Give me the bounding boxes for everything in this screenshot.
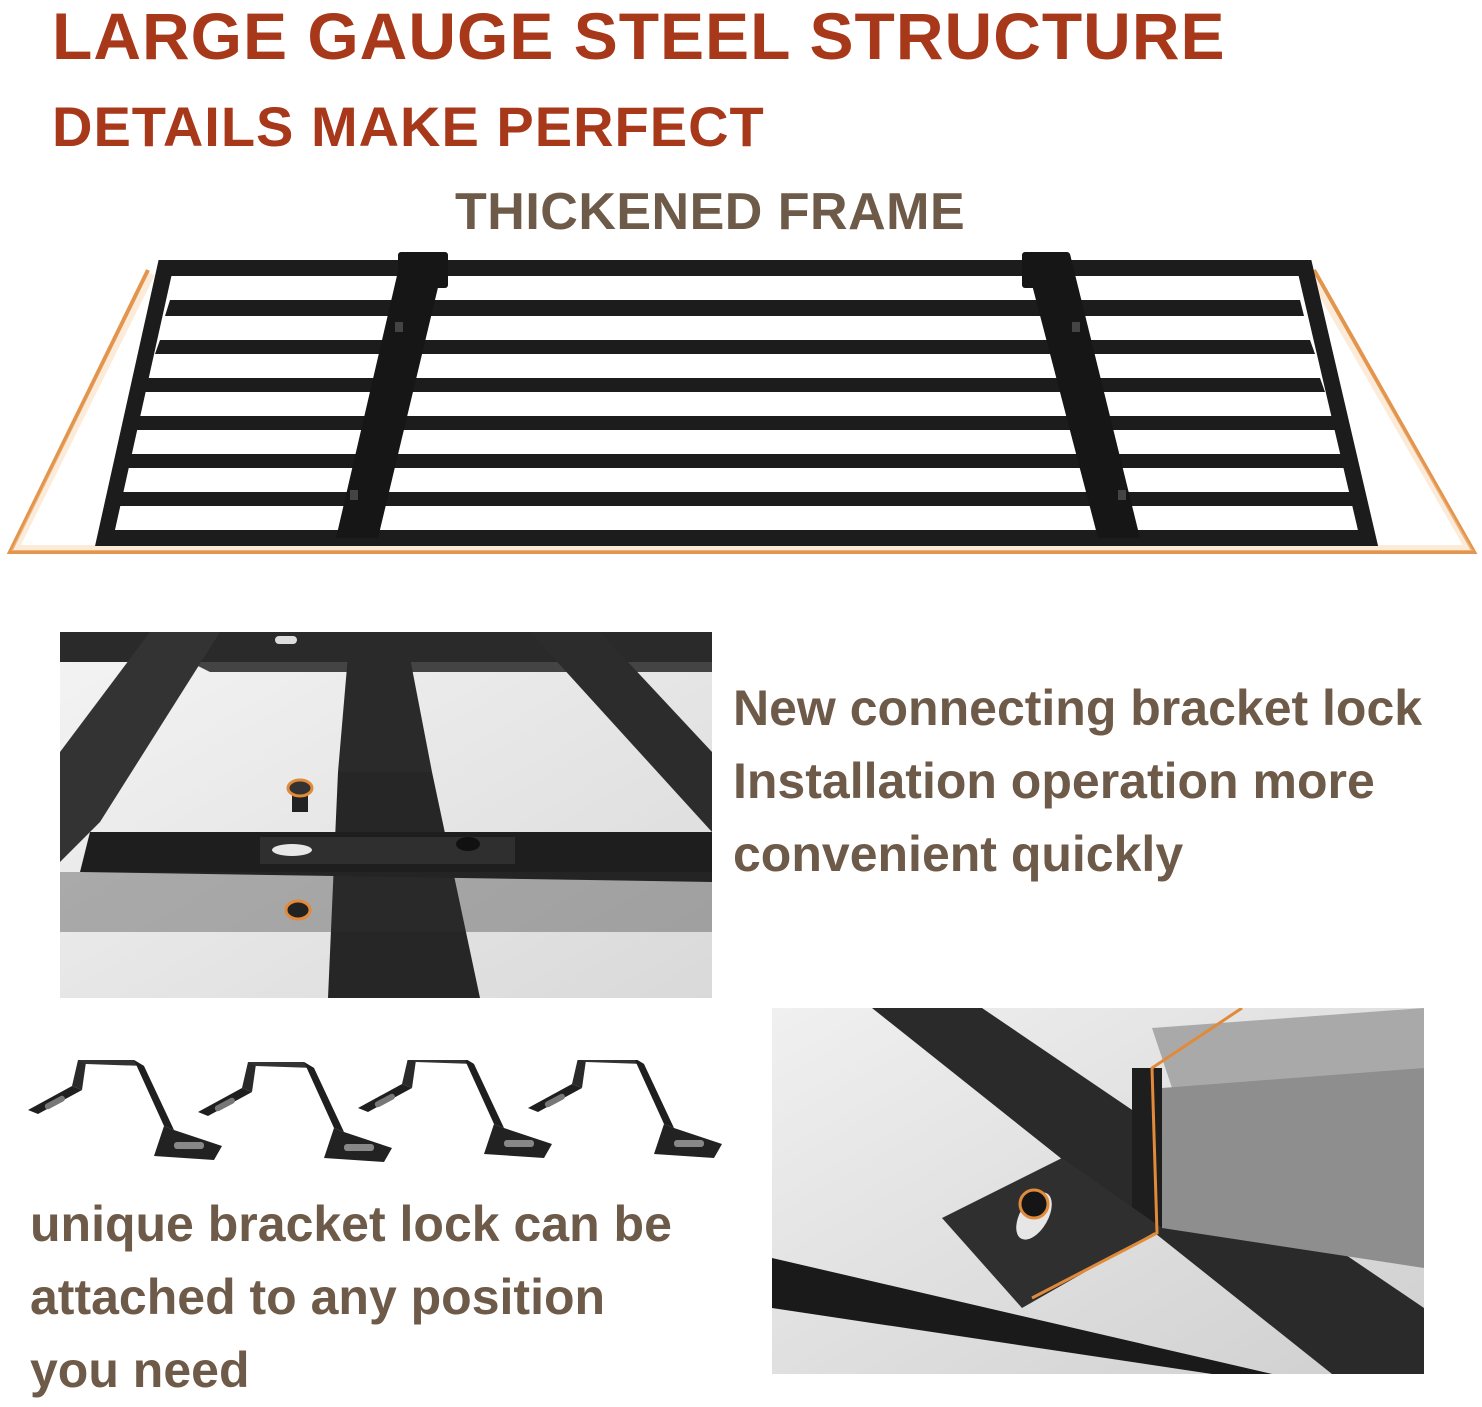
page-subtitle: DETAILS MAKE PERFECT xyxy=(52,95,765,158)
bracket-closeup-photo xyxy=(772,1008,1424,1374)
caption-line: convenient quickly xyxy=(733,826,1184,882)
bracket-lock-caption: New connecting bracket lock Installation… xyxy=(733,672,1422,891)
bracket-position-caption: unique bracket lock can be attached to a… xyxy=(30,1188,672,1407)
bracket-lock-icon xyxy=(28,1060,222,1160)
caption-line: you need xyxy=(30,1342,250,1398)
bolt-icon xyxy=(286,778,314,812)
frame-label: THICKENED FRAME xyxy=(455,183,966,241)
caption-line: Installation operation more xyxy=(733,753,1375,809)
caption-line: unique bracket lock can be xyxy=(30,1196,672,1252)
caption-line: New connecting bracket lock xyxy=(733,680,1423,736)
nut-icon xyxy=(284,899,312,921)
page-title: LARGE GAUGE STEEL STRUCTURE xyxy=(52,0,1226,73)
bed-frame-illustration xyxy=(0,240,1482,570)
bracket-detail-photo xyxy=(60,632,712,998)
caption-line: attached to any position xyxy=(30,1269,606,1325)
bracket-locks-row xyxy=(24,1060,724,1170)
